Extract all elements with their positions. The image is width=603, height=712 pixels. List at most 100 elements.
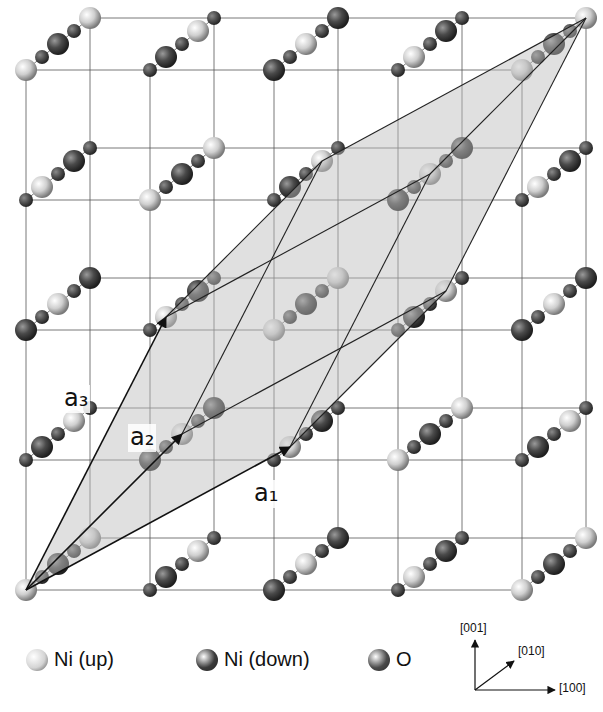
ni-up-atom bbox=[47, 293, 69, 315]
oxygen-atom bbox=[283, 50, 297, 64]
ni-up-atom bbox=[139, 189, 161, 211]
oxygen-atom bbox=[207, 531, 221, 545]
oxygen-atom bbox=[191, 154, 205, 168]
cell-edge bbox=[166, 174, 430, 317]
ni-up-atom bbox=[203, 137, 225, 159]
ni-up-atom bbox=[511, 579, 533, 601]
lattice-line bbox=[522, 148, 586, 200]
legend-text: Ni (down) bbox=[224, 648, 310, 671]
ni-up-atom bbox=[403, 46, 425, 68]
lattice-vector bbox=[26, 434, 182, 590]
axis-label: [001] bbox=[460, 622, 487, 636]
oxygen-atom bbox=[143, 63, 157, 77]
ni-up-atom bbox=[187, 20, 209, 42]
oxygen-atom bbox=[143, 583, 157, 597]
ni-up-atom bbox=[527, 176, 549, 198]
ni-down-atom bbox=[263, 579, 285, 601]
legend-text: O bbox=[396, 648, 412, 671]
oxygen-atom bbox=[531, 310, 545, 324]
oxygen-atom bbox=[315, 544, 329, 558]
ni-up-atom bbox=[559, 410, 581, 432]
oxygen-atom bbox=[439, 414, 453, 428]
ni-down-atom bbox=[435, 20, 457, 42]
vector-label: a₂ bbox=[128, 424, 156, 452]
oxygen-atom bbox=[563, 544, 577, 558]
cell-edge bbox=[446, 18, 586, 291]
oxygen-atom bbox=[579, 401, 593, 415]
oxygen-atom bbox=[547, 167, 561, 181]
ni-up-atom bbox=[187, 540, 209, 562]
axis-label: [010] bbox=[518, 645, 545, 659]
ni-down-atom bbox=[31, 436, 53, 458]
vector-label: a₁ bbox=[252, 480, 280, 508]
oxygen-atom bbox=[175, 37, 189, 51]
ni-up-atom bbox=[79, 7, 101, 29]
oxygen-atom bbox=[51, 167, 65, 181]
oxygen-atom bbox=[175, 557, 189, 571]
ni-down-atom bbox=[435, 540, 457, 562]
oxygen-atom bbox=[83, 141, 97, 155]
oxygen-atom bbox=[391, 63, 405, 77]
ni-down-atom bbox=[63, 150, 85, 172]
ni-up-atom bbox=[575, 527, 597, 549]
axis-arrow bbox=[475, 689, 555, 690]
lattice-line bbox=[26, 408, 90, 460]
cell-face bbox=[290, 18, 586, 447]
ni-up-atom bbox=[451, 397, 473, 419]
ni-up-atom bbox=[63, 410, 85, 432]
oxygen-atom bbox=[19, 193, 33, 207]
oxygen-atom bbox=[423, 557, 437, 571]
lattice-line bbox=[398, 18, 462, 70]
lattice-line bbox=[150, 538, 214, 590]
oxygen-atom bbox=[515, 193, 529, 207]
lattice-line bbox=[150, 18, 214, 70]
legend-swatch bbox=[196, 649, 218, 671]
ni-down-atom bbox=[263, 59, 285, 81]
oxygen-atom bbox=[515, 453, 529, 467]
lattice-line bbox=[522, 408, 586, 460]
ni-down-atom bbox=[543, 553, 565, 575]
ni-up-atom bbox=[295, 33, 317, 55]
ni-down-atom bbox=[47, 33, 69, 55]
ni-down-atom bbox=[15, 319, 37, 341]
atoms bbox=[15, 7, 597, 601]
legend-swatch bbox=[368, 649, 390, 671]
oxygen-atom bbox=[407, 440, 421, 454]
unit-cell bbox=[26, 18, 586, 590]
ni-down-atom bbox=[327, 527, 349, 549]
oxygen-atom bbox=[283, 570, 297, 584]
legend-swatch bbox=[26, 649, 48, 671]
oxygen-atom bbox=[315, 24, 329, 38]
lattice-line bbox=[398, 538, 462, 590]
oxygen-atom bbox=[35, 50, 49, 64]
ni-down-atom bbox=[511, 319, 533, 341]
cell-edge bbox=[182, 291, 446, 434]
ni-down-atom bbox=[155, 46, 177, 68]
oxygen-atom bbox=[579, 141, 593, 155]
axis-arrow bbox=[474, 640, 475, 690]
ni-up-atom bbox=[403, 566, 425, 588]
ni-down-atom bbox=[559, 150, 581, 172]
ni-down-atom bbox=[171, 163, 193, 185]
oxygen-atom bbox=[455, 271, 469, 285]
ni-up-atom bbox=[295, 553, 317, 575]
lattice-line bbox=[26, 148, 90, 200]
oxygen-atom bbox=[423, 37, 437, 51]
lattice-line bbox=[522, 278, 586, 330]
lattice-vector bbox=[26, 447, 290, 590]
lattice-line bbox=[150, 148, 214, 200]
oxygen-atom bbox=[547, 427, 561, 441]
ni-down-atom bbox=[155, 566, 177, 588]
oxygen-atom bbox=[143, 323, 157, 337]
lattice-vector bbox=[26, 317, 166, 590]
cell-edge bbox=[322, 18, 586, 161]
ni-up-atom bbox=[31, 176, 53, 198]
ni-down-atom bbox=[327, 7, 349, 29]
oxygen-atom bbox=[455, 11, 469, 25]
lattice-line bbox=[274, 538, 338, 590]
lattice-line bbox=[398, 408, 462, 460]
oxygen-atom bbox=[391, 583, 405, 597]
ni-up-atom bbox=[387, 449, 409, 471]
cell-edge bbox=[430, 18, 586, 174]
lattice-line bbox=[522, 538, 586, 590]
